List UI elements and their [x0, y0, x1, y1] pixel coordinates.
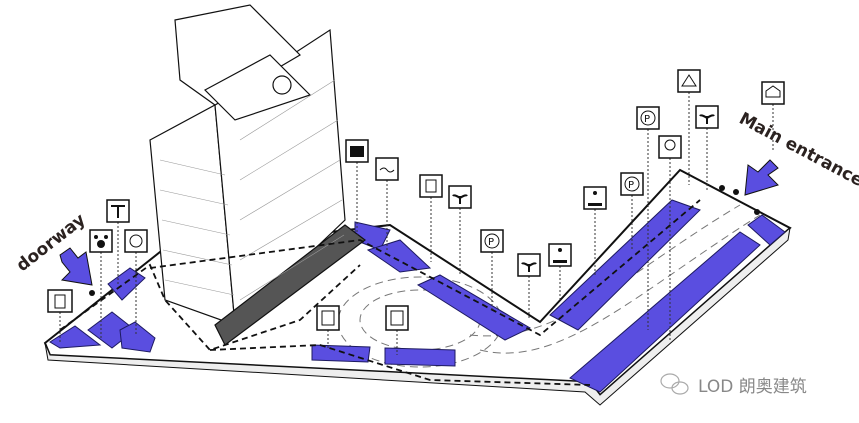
bike-icon: [106, 199, 130, 285]
svg-text:P: P: [644, 114, 650, 125]
map-icon: [677, 69, 701, 185]
pedestrian-icon: [583, 186, 607, 275]
svg-text:P: P: [628, 180, 634, 191]
svg-text:P: P: [488, 237, 494, 248]
tower-building: [149, 4, 366, 346]
pedestrian-icon: [548, 243, 572, 300]
wechat-icon: [660, 373, 689, 395]
storage-icon: [419, 174, 443, 262]
icon-markers: P P P: [47, 69, 785, 355]
circulation-paths: [59, 199, 701, 386]
trash-icon: [47, 289, 73, 342]
doorway-arrow: [59, 247, 95, 296]
home-icon: [761, 81, 785, 150]
parking-icon: P: [480, 229, 504, 310]
plant-icon: [695, 105, 719, 190]
parking-icon: P: [636, 106, 660, 330]
main-entrance-arrow: [719, 159, 779, 215]
charging-icon: [124, 229, 148, 335]
package-icon: [345, 139, 369, 235]
ev-charger-icon: [385, 305, 409, 355]
wave-icon: [375, 157, 399, 250]
ev-charger-icon: [316, 305, 340, 350]
parking-icon: P: [620, 172, 644, 250]
pet-icon: [89, 229, 113, 340]
plant-icon: [448, 185, 472, 275]
plant-icon: [517, 253, 541, 318]
tree-icon: [658, 135, 682, 340]
watermark: LOD 朗奥建筑: [660, 373, 807, 397]
watermark-text: LOD 朗奥建筑: [698, 377, 807, 397]
